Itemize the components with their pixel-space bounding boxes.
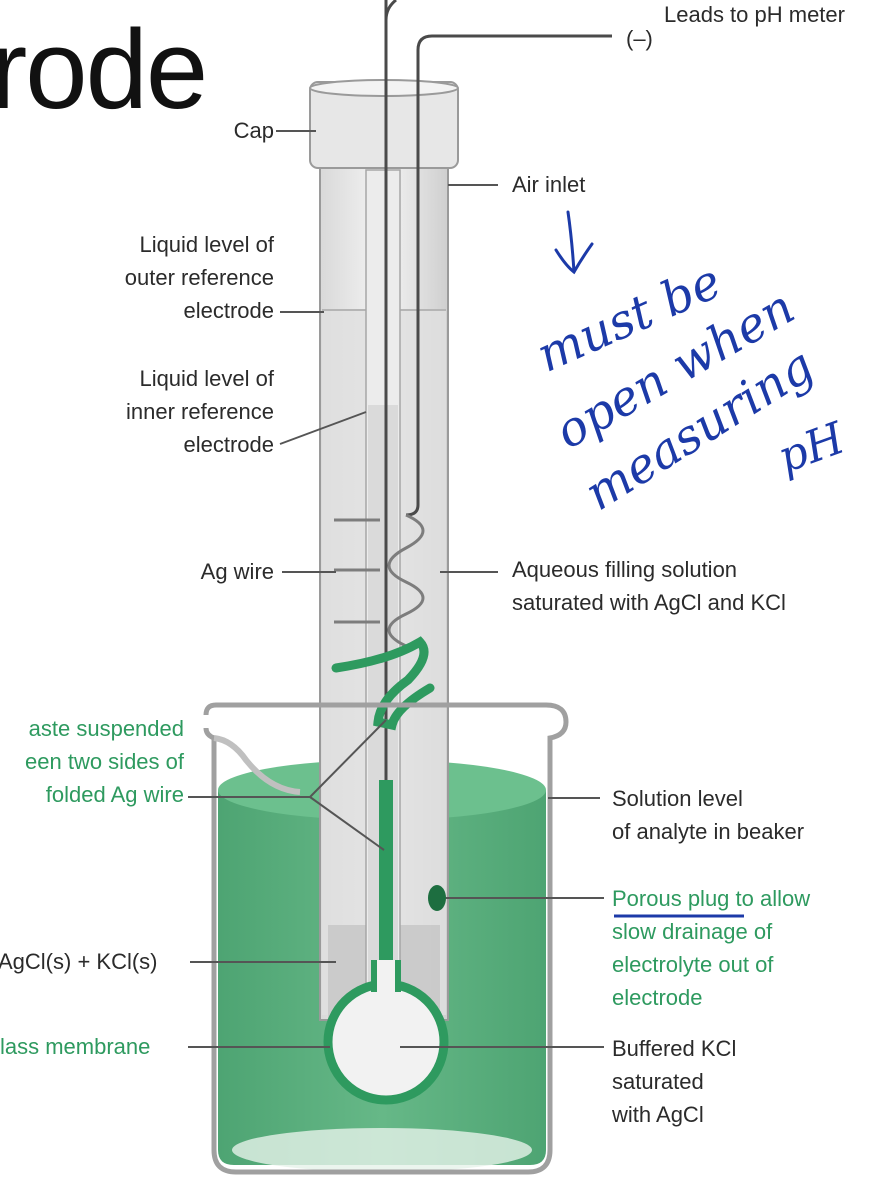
label-aqueous-filling: Aqueous filling solution saturated with …: [512, 557, 786, 615]
label-solution-level: Solution level of analyte in beaker: [612, 786, 805, 844]
label-air-inlet: Air inlet: [512, 172, 586, 197]
label-ag-wire: Ag wire: [200, 559, 274, 584]
lead-negative: [405, 34, 612, 517]
title-fragment: rode: [0, 7, 208, 132]
porous-plug: [428, 885, 446, 911]
label-outer-reference: Liquid level of outer reference electrod…: [124, 232, 274, 323]
cap-rim: [309, 79, 459, 97]
handwritten-arrow: [554, 210, 594, 275]
ag-wire-coil: [387, 513, 425, 648]
label-buffered-kcl: Buffered KCl saturated with AgCl: [612, 1036, 737, 1127]
label-porous-plug: Porous plug to allow slow drainage of el…: [612, 886, 811, 1010]
label-inner-reference: Liquid level of inner reference electrod…: [126, 366, 274, 457]
label-leads-to-ph-meter: Leads to pH meter: [664, 2, 845, 27]
inner-green-rod: [379, 780, 393, 960]
label-paste: aste suspended een two sides of folded A…: [25, 716, 184, 807]
leader-lines: [188, 130, 604, 1048]
label-cap: Cap: [233, 118, 274, 143]
agcl-paste-coil: [331, 636, 435, 731]
label-agcl-kcl: AgCl(s) + KCl(s): [0, 949, 158, 974]
label-glass-membrane: lass membrane: [0, 1034, 151, 1059]
glass-membrane: [323, 979, 449, 1105]
label-minus-lead: (–): [626, 26, 653, 51]
beaker-spout: [213, 735, 301, 795]
beaker-bottom-light: [232, 1128, 532, 1172]
beaker: [203, 702, 569, 1175]
